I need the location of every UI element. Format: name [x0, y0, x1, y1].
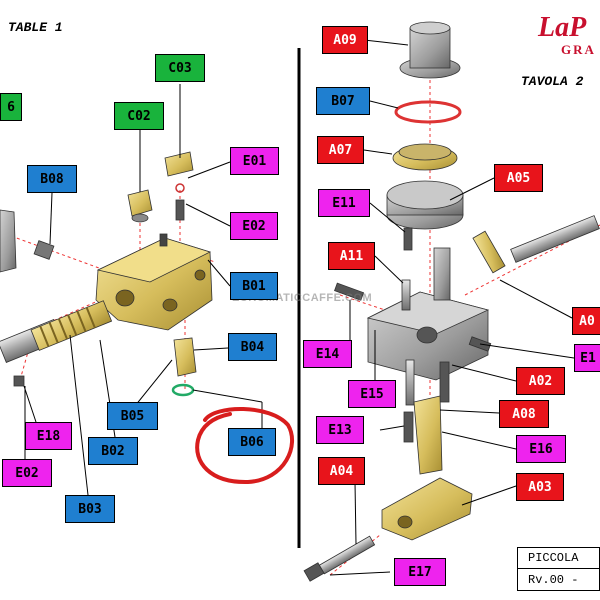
- part-label-b01: B01: [230, 272, 278, 300]
- part-label-e02-top: E02: [230, 212, 278, 240]
- part-label-b07: B07: [316, 87, 370, 115]
- part-label-a03: A03: [516, 473, 564, 501]
- part-label-a0: A0: [572, 307, 600, 335]
- part-label-green-6: 6: [0, 93, 22, 121]
- highlight-circle: [195, 406, 294, 485]
- right-assembly: [303, 21, 600, 582]
- part-label-a08: A08: [499, 400, 549, 428]
- part-label-c02: C02: [114, 102, 164, 130]
- part-label-e11: E11: [318, 189, 370, 217]
- part-label-e1: E1: [574, 344, 600, 372]
- leader-lines: [23, 39, 575, 576]
- part-label-c03: C03: [155, 54, 205, 82]
- part-label-e14: E14: [303, 340, 352, 368]
- part-label-a11: A11: [328, 242, 375, 270]
- part-label-e16: E16: [516, 435, 566, 463]
- part-label-e02-bottom: E02: [2, 459, 52, 487]
- part-label-a09: A09: [322, 26, 368, 54]
- part-label-b06: B06: [228, 428, 276, 456]
- info-box-bottom: Rv.00 -: [517, 569, 600, 591]
- brand-logo-subtitle: GRA: [561, 42, 596, 57]
- part-label-e18: E18: [25, 422, 72, 450]
- part-label-e17: E17: [394, 558, 446, 586]
- part-label-b02: B02: [88, 437, 138, 465]
- left-assembly: [0, 151, 216, 397]
- part-label-b03: B03: [65, 495, 115, 523]
- part-label-a02: A02: [516, 367, 565, 395]
- part-label-e01: E01: [230, 147, 279, 175]
- part-label-a05: A05: [494, 164, 543, 192]
- info-box-top: PICCOLA: [517, 547, 600, 569]
- part-label-b04: B04: [228, 333, 277, 361]
- part-label-a07: A07: [317, 136, 364, 164]
- part-label-e15: E15: [348, 380, 396, 408]
- part-label-b05: B05: [107, 402, 158, 430]
- left-table-title: TABLE 1: [8, 20, 63, 35]
- part-label-e13: E13: [316, 416, 364, 444]
- right-table-title: TAVOLA 2: [521, 74, 584, 89]
- part-label-b08: B08: [27, 165, 77, 193]
- part-label-a04: A04: [318, 457, 365, 485]
- brand-logo: LaP: [538, 12, 587, 43]
